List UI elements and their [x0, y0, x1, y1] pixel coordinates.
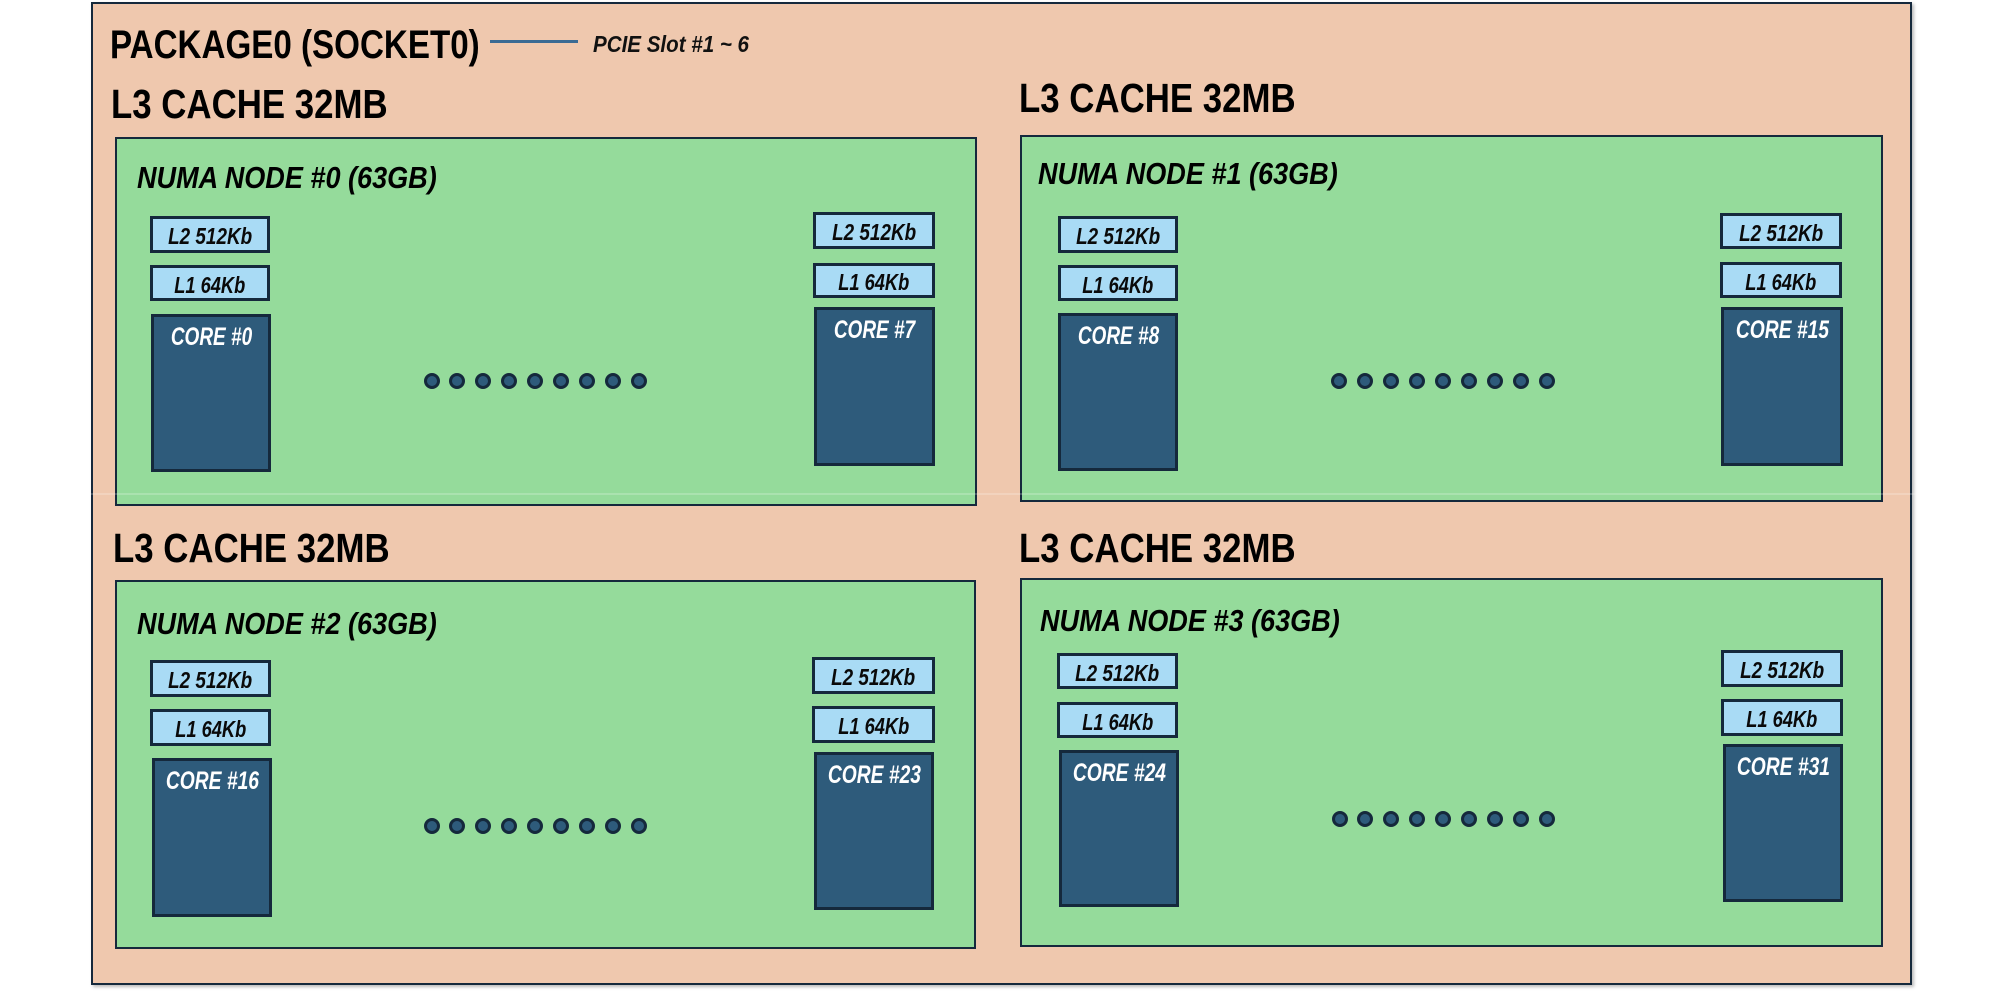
ellipsis-dot [1408, 372, 1425, 389]
l1-cache-box: L1 64Kb [1058, 265, 1178, 301]
l1-cache-box: L1 64Kb [1057, 702, 1178, 738]
l2-cache-box: L2 512Kb [150, 216, 270, 253]
ellipsis-dot [578, 817, 595, 834]
l1-cache-box: L1 64Kb [150, 265, 270, 301]
l2-cache-box: L2 512Kb [1721, 650, 1843, 687]
ellipsis-dot [630, 817, 647, 834]
ellipsis-dot [552, 817, 569, 834]
package-title: PACKAGE0 (SOCKET0) [110, 23, 480, 67]
ellipsis-dot [1486, 810, 1503, 827]
numa-node-label: NUMA NODE #2 (63GB) [137, 606, 437, 641]
ellipsis-dot [1538, 810, 1555, 827]
core-box: CORE #23 [814, 752, 934, 910]
numa-node-label: NUMA NODE #1 (63GB) [1038, 156, 1338, 191]
screenshot-seam-line [0, 493, 2008, 495]
ellipsis-dot [1357, 810, 1374, 827]
ellipsis-dot [552, 372, 569, 389]
l2-cache-box: L2 512Kb [1058, 216, 1178, 253]
core-ellipsis-dots [423, 372, 647, 389]
l2-cache-box: L2 512Kb [812, 657, 935, 694]
ellipsis-dot [527, 372, 543, 389]
ellipsis-dot [1382, 372, 1399, 389]
ellipsis-dot [527, 817, 543, 834]
core-box: CORE #7 [814, 307, 935, 466]
l2-cache-box: L2 512Kb [150, 660, 271, 697]
ellipsis-dot [1538, 372, 1555, 389]
ellipsis-dot [1434, 372, 1451, 389]
ellipsis-dot [1356, 372, 1373, 389]
ellipsis-dot [475, 817, 492, 834]
core-box: CORE #24 [1059, 750, 1179, 907]
ellipsis-dot [604, 817, 621, 834]
l1-cache-box: L1 64Kb [1721, 699, 1843, 736]
ellipsis-dot [1435, 810, 1451, 827]
ellipsis-dot [1460, 810, 1477, 827]
l2-cache-box: L2 512Kb [813, 212, 935, 249]
l1-cache-box: L1 64Kb [150, 709, 271, 746]
l2-cache-box: L2 512Kb [1720, 213, 1842, 249]
ellipsis-dot [423, 817, 440, 834]
ellipsis-dot [1409, 810, 1426, 827]
ellipsis-dot [449, 372, 466, 389]
l3-cache-heading: L3 CACHE 32MB [111, 81, 388, 127]
ellipsis-dot [449, 817, 466, 834]
ellipsis-dot [475, 372, 492, 389]
l3-cache-heading: L3 CACHE 32MB [1019, 525, 1296, 571]
ellipsis-dot [1460, 372, 1477, 389]
l3-cache-heading: L3 CACHE 32MB [1019, 75, 1296, 121]
ellipsis-dot [501, 817, 518, 834]
ellipsis-dot [1383, 810, 1400, 827]
ellipsis-dot [1486, 372, 1503, 389]
l2-cache-box: L2 512Kb [1057, 653, 1178, 689]
core-box: CORE #0 [151, 314, 271, 472]
ellipsis-dot [501, 372, 518, 389]
core-ellipsis-dots [423, 817, 647, 834]
core-box: CORE #8 [1058, 313, 1178, 471]
ellipsis-dot [630, 372, 647, 389]
l1-cache-box: L1 64Kb [812, 706, 935, 743]
ellipsis-dot [1512, 372, 1529, 389]
pcie-callout-label: PCIE Slot #1 ~ 6 [593, 31, 749, 57]
ellipsis-dot [1512, 810, 1529, 827]
l3-cache-heading: L3 CACHE 32MB [113, 525, 390, 571]
ellipsis-dot [578, 372, 595, 389]
numa-node-label: NUMA NODE #0 (63GB) [137, 160, 437, 195]
numa-node-label: NUMA NODE #3 (63GB) [1040, 603, 1340, 638]
core-box: CORE #16 [152, 758, 272, 917]
ellipsis-dot [1331, 810, 1348, 827]
core-box: CORE #15 [1721, 307, 1843, 466]
core-ellipsis-dots [1330, 372, 1555, 389]
ellipsis-dot [604, 372, 621, 389]
pcie-callout-line [490, 40, 578, 44]
l1-cache-box: L1 64Kb [813, 263, 935, 298]
core-box: CORE #31 [1723, 744, 1843, 902]
core-ellipsis-dots [1331, 810, 1555, 827]
ellipsis-dot [1330, 372, 1347, 389]
ellipsis-dot [423, 372, 440, 389]
l1-cache-box: L1 64Kb [1720, 262, 1842, 298]
